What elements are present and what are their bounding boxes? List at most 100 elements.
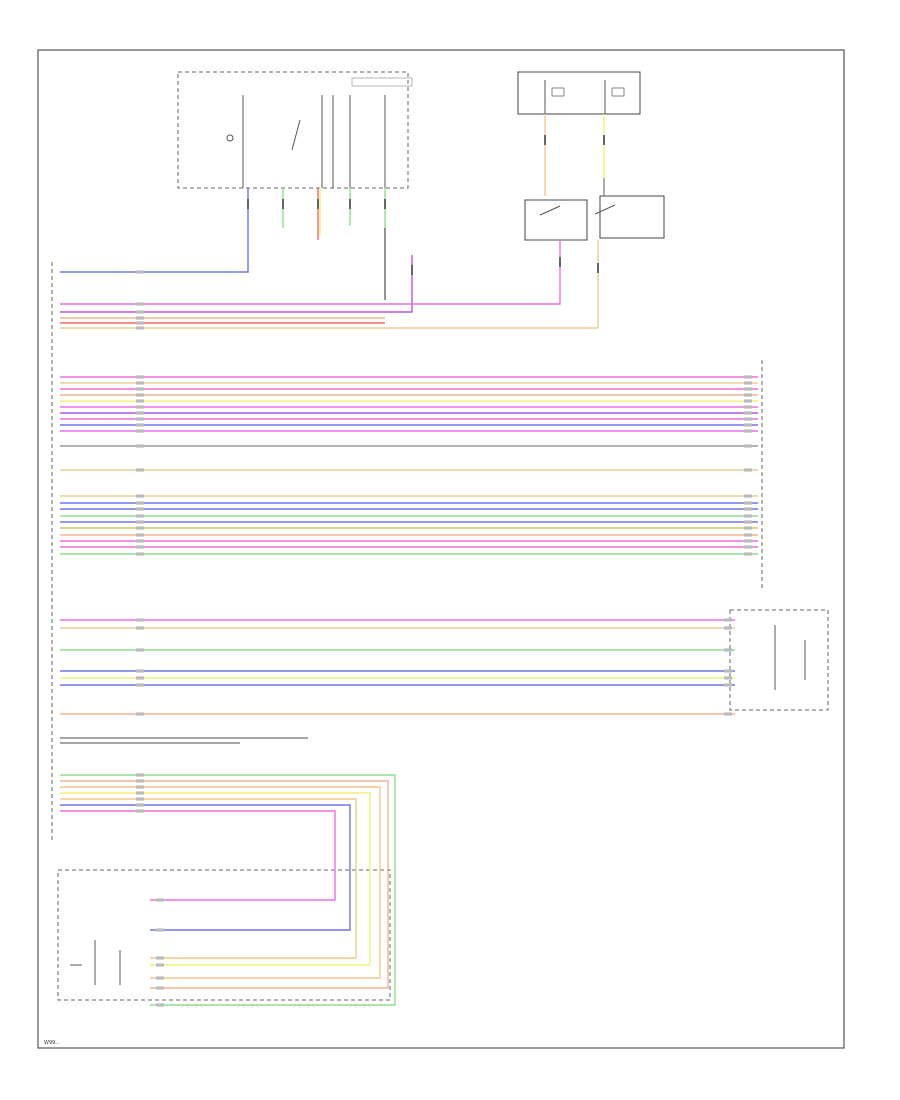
wire-switch-tan [60, 240, 599, 329]
sensor-right-pin-6 [724, 712, 732, 716]
connectors-layer [136, 135, 752, 1007]
bus3-right-pin-1 [744, 501, 752, 505]
bus2-right-pin-10 [744, 444, 752, 448]
sensor-right-pin-0 [724, 618, 732, 622]
bus3-right-pin-0 [744, 494, 752, 498]
lower-left-pin-1 [136, 779, 144, 783]
wire-lower-5 [60, 804, 351, 931]
switch-blade-right [594, 204, 616, 215]
wire-lower-0 [60, 774, 396, 1006]
bus3-right-pin-4 [744, 520, 752, 524]
bus3-right-pin-2 [744, 507, 752, 511]
wire-lower-2 [60, 786, 381, 979]
sensor-left-pin-2 [136, 648, 144, 652]
relay-coil-right [611, 87, 625, 97]
sensor-left-pin-4 [136, 676, 144, 680]
bus2-left-pin-8 [136, 423, 144, 427]
top-terminal-stub-0 [247, 199, 249, 209]
sensor-left-pin-6 [136, 712, 144, 716]
wire-lower-4 [60, 798, 357, 959]
bus2-right-pin-8 [744, 423, 752, 427]
bus2-right-pin-6 [744, 411, 752, 415]
bus2-right-pin-4 [744, 399, 752, 403]
bus3-left-pin-7 [136, 539, 144, 543]
bus2-left-pin-9 [136, 429, 144, 433]
lower-module-pin-6 [156, 898, 164, 902]
bus2-left-pin-0 [136, 375, 144, 379]
lower-module-pin-2 [156, 976, 164, 980]
relay-component-box [517, 71, 641, 115]
bus3-left-pin-4 [136, 520, 144, 524]
upper-left-pin-4 [136, 321, 144, 325]
upper-left-pin-5 [136, 326, 144, 330]
bus2-right-pin-5 [744, 405, 752, 409]
switch-blade-left [539, 205, 561, 216]
lower-left-pin-3 [136, 791, 144, 795]
lower-left-pin-4 [136, 797, 144, 801]
diagram-frame [37, 49, 845, 1049]
top-component-box [177, 71, 409, 189]
bus2-right-pin-3 [744, 393, 752, 397]
bus2-right-pin-2 [744, 387, 752, 391]
right-sensor-module-box [729, 609, 829, 711]
upper-left-pin-2 [136, 310, 144, 314]
bus2-left-pin-10 [136, 444, 144, 448]
wire-top-blue-1 [60, 188, 249, 273]
wire-lower-6 [60, 810, 336, 901]
lower-left-pin-2 [136, 785, 144, 789]
bus2-left-pin-2 [136, 387, 144, 391]
bus2-left-pin-3 [136, 393, 144, 397]
upper-left-pin-1 [136, 302, 144, 306]
lower-module-pin-4 [156, 956, 164, 960]
upper-left-pin-0 [136, 270, 144, 274]
bus3-right-pin-5 [744, 526, 752, 530]
bus3-left-pin-1 [136, 501, 144, 505]
bus2-left-pin-5 [136, 405, 144, 409]
bus3-left-pin-8 [136, 545, 144, 549]
lower-left-pin-6 [136, 809, 144, 813]
bus2-right-pin-9 [744, 429, 752, 433]
diagram-footer-code: W99... [44, 1040, 60, 1046]
top-terminal-stub-3 [349, 199, 351, 209]
wire-lower-1 [60, 780, 389, 989]
bus3-left-pin-3 [136, 514, 144, 518]
sensor-right-pin-2 [724, 648, 732, 652]
switch-terminal-stub-right [597, 263, 599, 273]
bus2-left-pin-6 [136, 411, 144, 415]
bus3-right-pin-8 [744, 545, 752, 549]
components-layer [51, 71, 829, 1001]
bus2-right-pin-0 [744, 375, 752, 379]
sensor-right-pin-4 [724, 676, 732, 680]
wires-layer [60, 114, 758, 1006]
relay-terminal-stub-left [544, 135, 546, 145]
lower-module-pin-1 [156, 986, 164, 990]
bus3-left-pin-2 [136, 507, 144, 511]
top-terminal-stub-4 [384, 199, 386, 209]
sensor-left-pin-1 [136, 626, 144, 630]
wire-lower-3 [60, 792, 371, 966]
bus3-left-pin-9 [136, 552, 144, 556]
sensor-left-pin-3 [136, 669, 144, 673]
lower-module-box [57, 869, 391, 1001]
lower-left-pin-0 [136, 773, 144, 777]
sensor-left-pin-5 [136, 683, 144, 687]
top-switch-blade [291, 119, 301, 151]
bus3-right-pin-7 [744, 539, 752, 543]
bus3-right-pin-9 [744, 552, 752, 556]
relay-coil-left [551, 87, 565, 97]
lower-left-pin-5 [136, 803, 144, 807]
top-switch-contact [226, 134, 234, 142]
lower-module-pin-5 [156, 928, 164, 932]
bus3-right-pin-6 [744, 533, 752, 537]
switch-terminal-stub-left [559, 257, 561, 267]
sensor-right-pin-1 [724, 626, 732, 630]
sensor-right-pin-5 [724, 683, 732, 687]
bus3-left-pin-0 [136, 494, 144, 498]
top-terminal-stub-2 [317, 199, 319, 209]
sensor-left-pin-0 [136, 618, 144, 622]
bus2-right-pin-7 [744, 417, 752, 421]
switch-box-right [599, 195, 665, 239]
switch-box-left [524, 199, 588, 241]
lower-module-pin-3 [156, 963, 164, 967]
